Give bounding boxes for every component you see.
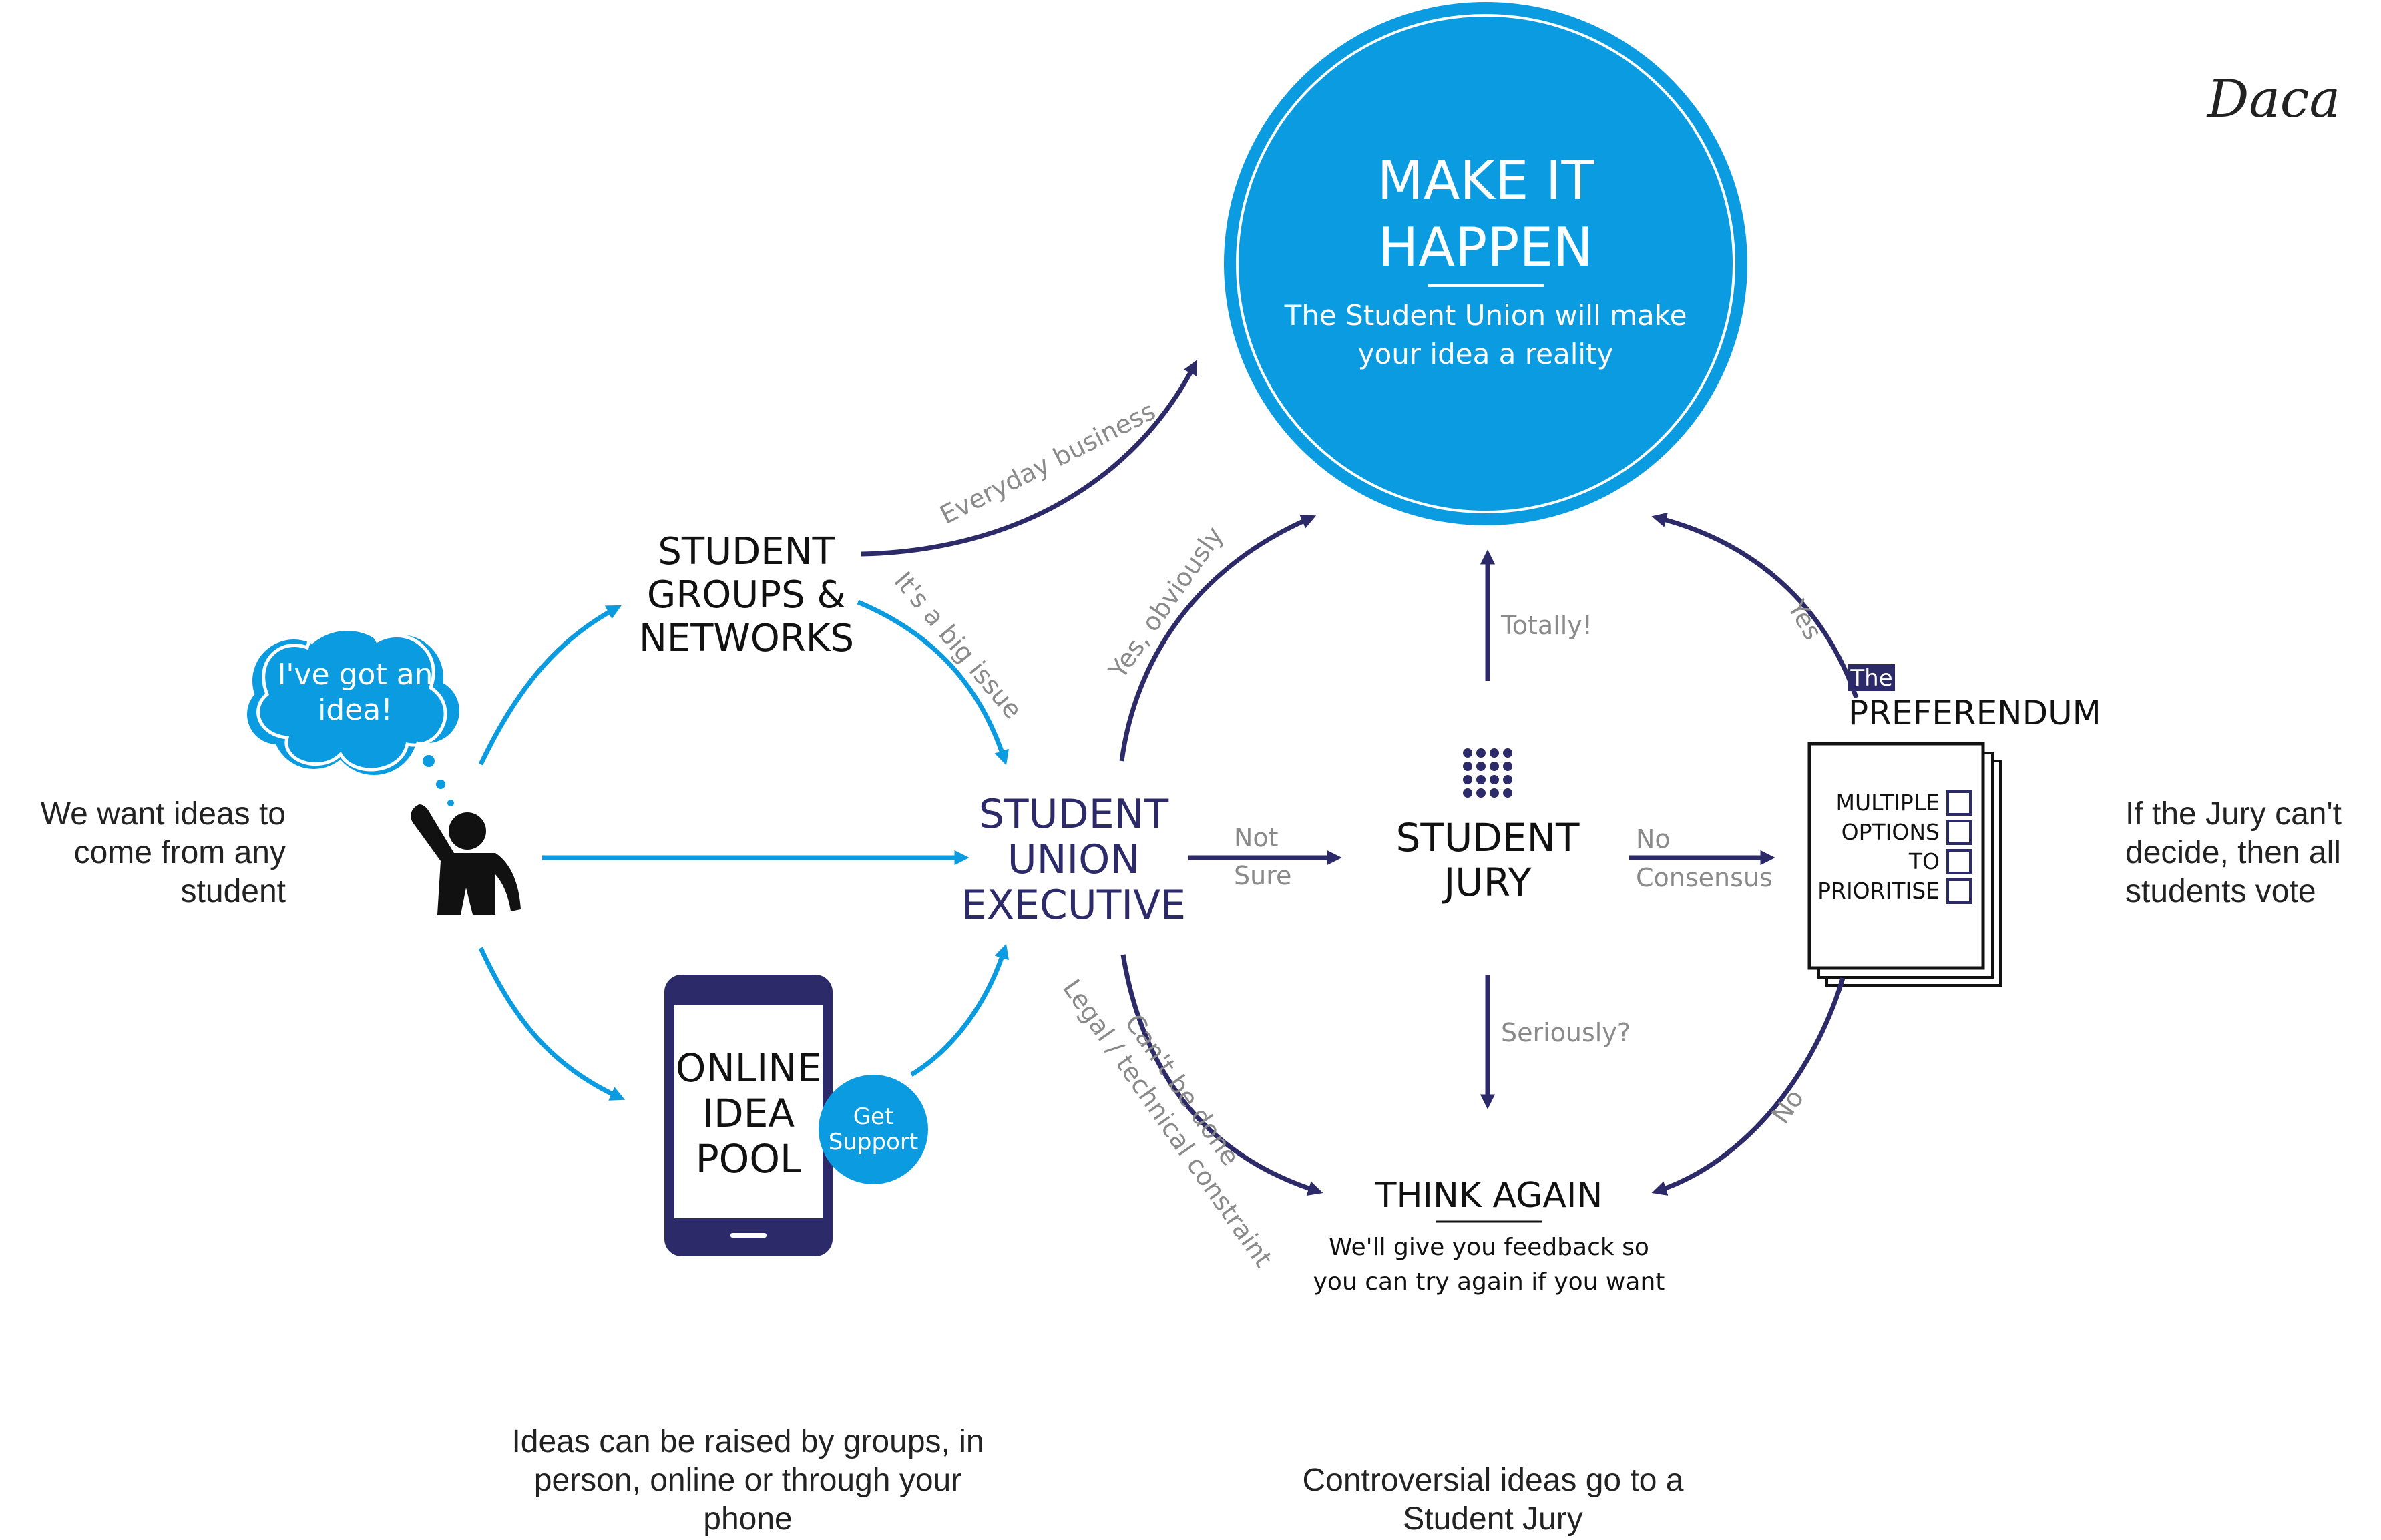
caption-bottom-right-1: Controversial ideas go to a [1303, 1463, 1684, 1498]
phone-home-bar [730, 1233, 767, 1238]
make-it-happen-subtitle-1: The Student Union will make [1284, 299, 1687, 332]
think-again-subtitle-2: you can try again if you want [1313, 1268, 1665, 1296]
sue-line-1: STUDENT [979, 791, 1169, 838]
label-big-issue: It's a big issue [889, 566, 1028, 724]
preferendum-tag: The [1850, 665, 1892, 692]
student-groups-line-2: GROUPS & [647, 573, 846, 617]
arrow-groups-to-make-it-happen [861, 360, 1198, 557]
make-it-happen-node: MAKE IT HAPPEN The Student Union will ma… [1224, 2, 1747, 525]
label-not: Not [1234, 823, 1279, 852]
jury-line-1: STUDENT [1396, 815, 1580, 860]
idea-pool-line-2: IDEA [702, 1091, 795, 1136]
make-it-happen-subtitle-2: your idea a reality [1358, 338, 1614, 370]
think-again-title: THINK AGAIN [1375, 1176, 1603, 1216]
label-yes-obviously: Yes, obviously [1102, 521, 1229, 684]
caption-right: If the Jury can't decide, then all stude… [2125, 796, 2342, 909]
arrow-executive-to-think-again [1120, 954, 1323, 1196]
jury-line-2: JURY [1442, 860, 1532, 905]
caption-left: We want ideas to come from any student [41, 796, 286, 909]
student-jury-node: STUDENT JURY [1396, 748, 1580, 905]
caption-right-1: If the Jury can't [2125, 796, 2342, 832]
ballot-checkboxes [1946, 790, 1972, 904]
student-person-icon [411, 804, 521, 915]
arrow-person-to-pool [478, 947, 626, 1101]
arrow-pool-to-executive [910, 943, 1010, 1077]
idea-cloud-line-1: I've got an [277, 658, 433, 692]
student-groups-node: STUDENT GROUPS & NETWORKS [639, 530, 854, 660]
caption-bottom-left-1: Ideas can be raised by groups, in [511, 1424, 984, 1459]
label-yes: Yes [1781, 594, 1827, 645]
preferendum-node: The PREFERENDUM MULTIPLE OPTIONS TO PRIO… [1807, 664, 2101, 987]
student-groups-line-3: NETWORKS [639, 617, 854, 660]
caption-bottom-left: Ideas can be raised by groups, in person… [511, 1424, 984, 1537]
ballot-papers [1807, 742, 2002, 987]
caption-bottom-right-2: Student Jury [1403, 1501, 1582, 1537]
caption-left-1: We want ideas to [41, 796, 286, 832]
arrow-groups-to-executive [857, 599, 1009, 766]
jury-grid-icon [1463, 748, 1512, 798]
label-sure: Sure [1234, 861, 1291, 890]
caption-left-2: come from any [74, 835, 286, 870]
arrow-preferendum-to-make-it-happen [1651, 512, 1859, 699]
idea-pool-line-1: ONLINE [676, 1045, 822, 1091]
brand-logo: Daca [2206, 69, 2340, 130]
caption-right-3: students vote [2125, 874, 2316, 909]
blue-arrows [478, 599, 1010, 1101]
label-legal-constraint: Legal / technical constraint [1057, 974, 1278, 1272]
caption-right-2: decide, then all [2125, 835, 2341, 870]
ballot-option-3: TO [1908, 848, 1940, 874]
online-idea-pool-node: ONLINE IDEA POOL Get Support [664, 975, 928, 1256]
get-support-line-2: Support [829, 1129, 918, 1156]
make-it-happen-title-2: HAPPEN [1378, 216, 1593, 278]
label-no-bottom: No [1766, 1084, 1810, 1129]
caption-bottom-left-2: person, online or through your [534, 1463, 961, 1498]
preferendum-tag-bg [1848, 664, 1895, 691]
arrow-person-to-groups [478, 605, 622, 766]
get-support-badge [819, 1075, 928, 1184]
arrow-executive-to-make-it-happen [1119, 514, 1317, 762]
caption-bottom-left-3: phone [703, 1501, 792, 1537]
get-support-line-1: Get [853, 1103, 894, 1130]
student-groups-line-1: STUDENT [658, 530, 835, 573]
label-totally: Totally! [1500, 611, 1592, 640]
arrow-preferendum-to-think-again [1651, 977, 1846, 1196]
think-again-subtitle-1: We'll give you feedback so [1329, 1234, 1649, 1261]
make-it-happen-title-1: MAKE IT [1377, 150, 1595, 212]
student-union-executive-node: STUDENT UNION EXECUTIVE [961, 791, 1186, 929]
idea-cloud: I've got an idea! [247, 621, 459, 806]
caption-left-3: student [181, 874, 286, 909]
thought-dots [423, 755, 454, 806]
label-consensus: Consensus [1636, 863, 1773, 892]
preferendum-title: PREFERENDUM [1848, 694, 2101, 732]
ballot-option-2: OPTIONS [1842, 819, 1940, 845]
phone-screen [674, 1005, 823, 1218]
label-seriously: Seriously? [1501, 1018, 1631, 1047]
navy-arrows [861, 360, 1859, 1196]
think-again-node: THINK AGAIN We'll give you feedback so y… [1313, 1176, 1665, 1296]
sue-line-3: EXECUTIVE [961, 882, 1186, 929]
label-no: No [1636, 824, 1671, 854]
idea-cloud-line-2: idea! [318, 693, 393, 727]
caption-bottom-right: Controversial ideas go to a Student Jury [1303, 1463, 1684, 1537]
sue-line-2: UNION [1008, 836, 1140, 883]
ballot-option-4: PRIORITISE [1817, 878, 1940, 904]
idea-pool-line-3: POOL [696, 1136, 802, 1182]
ballot-option-1: MULTIPLE [1836, 790, 1940, 816]
